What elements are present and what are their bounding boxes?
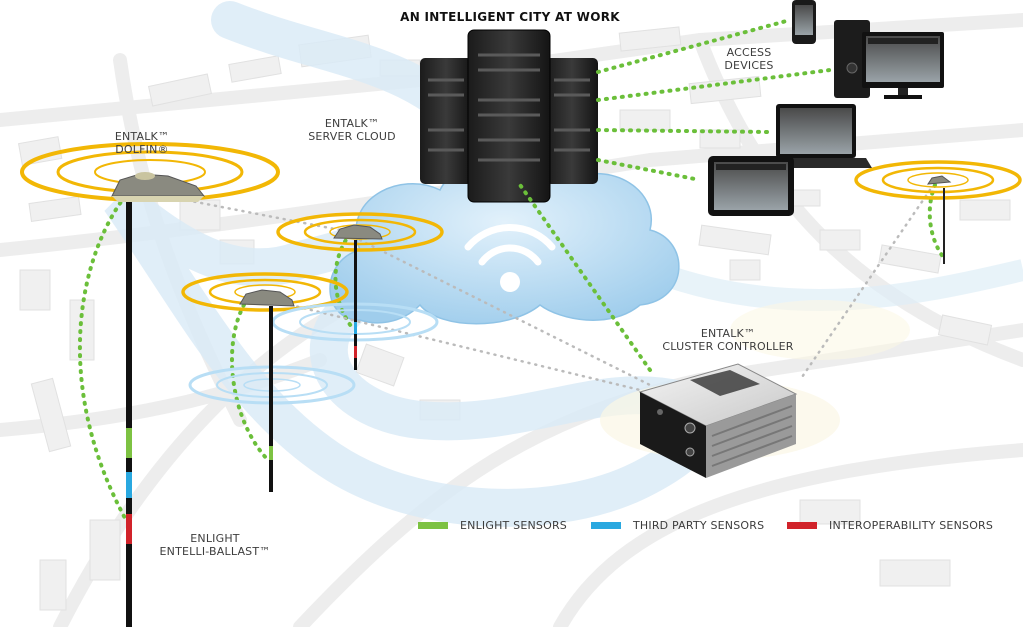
legend-swatch-green [418, 521, 448, 529]
diagram-title: AN INTELLIGENT CITY AT WORK [400, 10, 620, 24]
legend-interoperability-sensors: INTEROPERABILITY SENSORS [787, 517, 993, 533]
streetlight-fixture-icon [111, 172, 952, 307]
sensor-links [158, 188, 932, 392]
street-poles [126, 188, 945, 627]
legend-enlight-sensors: ENLIGHT SENSORS [418, 517, 567, 533]
legend-swatch-red [787, 521, 817, 529]
tablet-icon [708, 156, 794, 216]
legend-third-party-sensors: THIRD PARTY SENSORS [591, 517, 764, 533]
wifi-icon [464, 224, 556, 292]
smartphone-icon [792, 0, 816, 44]
legend-swatch-blue [591, 521, 621, 529]
cluster-controller-box-icon [638, 363, 798, 478]
server-cloud-shape [329, 153, 680, 325]
server-stack-icon [420, 29, 598, 203]
desktop-computer-icon [834, 20, 944, 99]
